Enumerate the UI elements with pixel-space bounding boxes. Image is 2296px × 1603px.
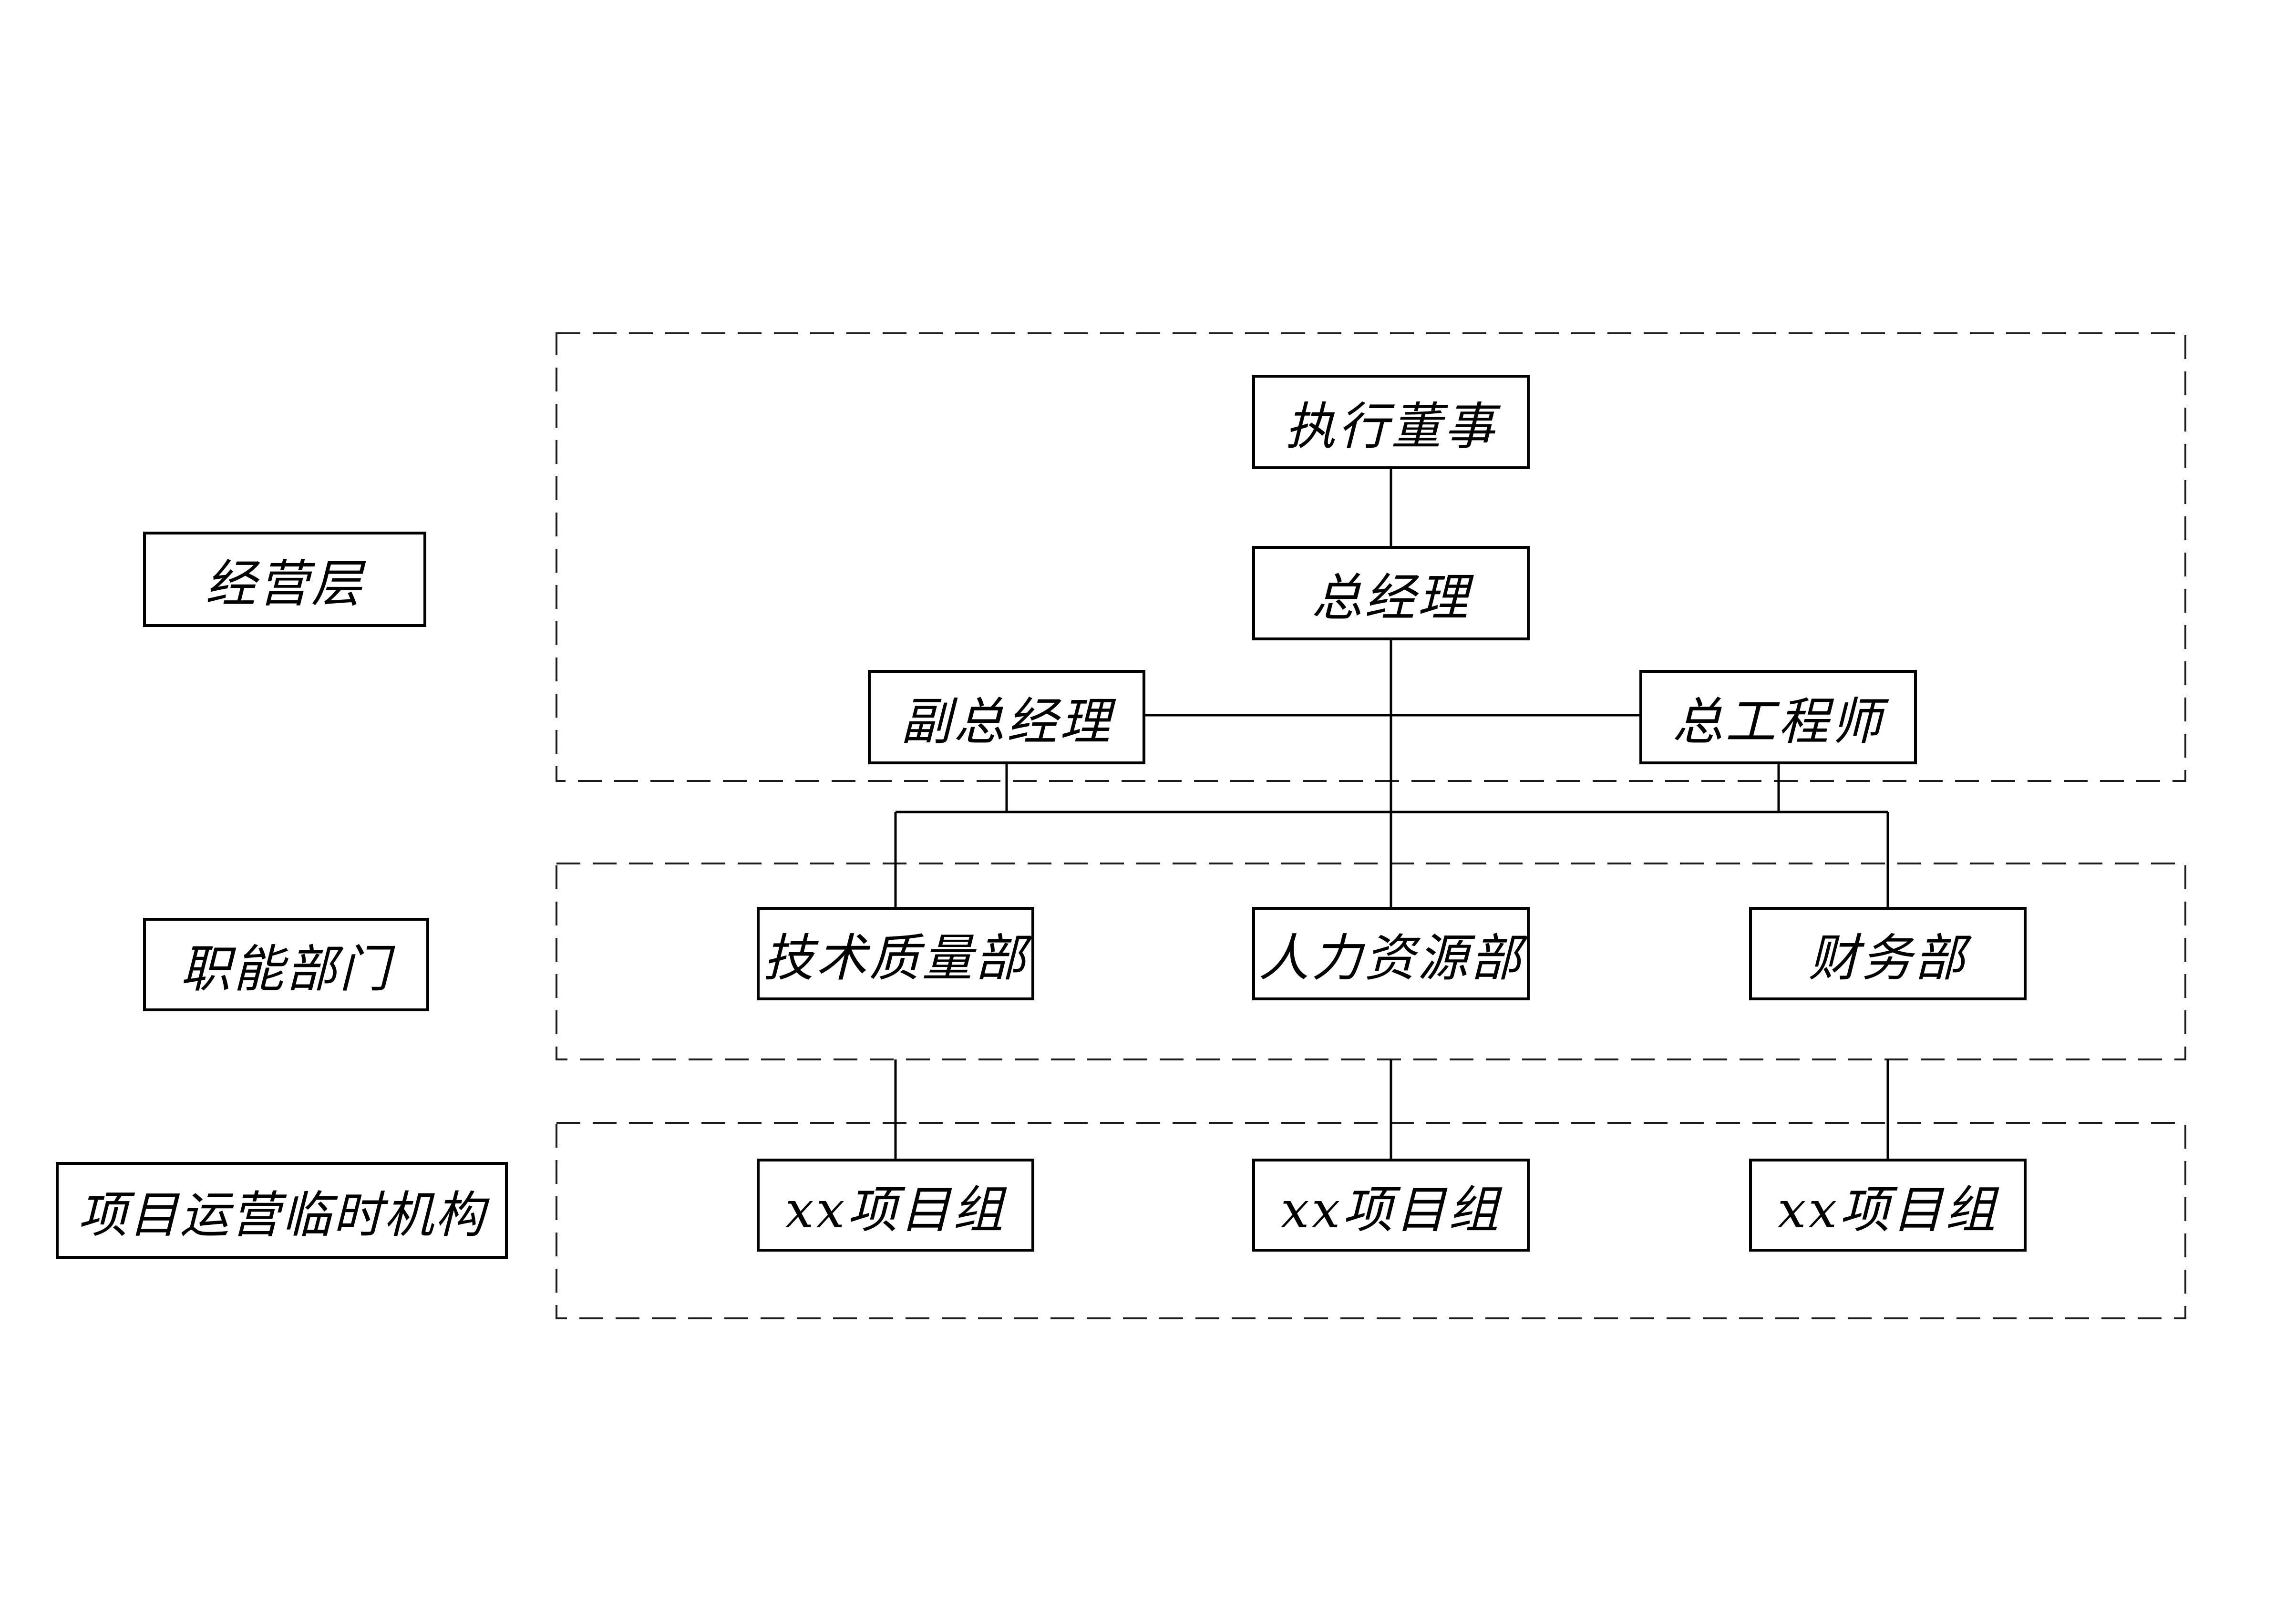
node-deputy-general-manager-text: 副总经理 [901, 692, 1112, 751]
node-tech-quality-dept: 技术质量部 [757, 907, 1034, 1000]
node-project-group-3: xx项目组 [1749, 1159, 2027, 1252]
node-chief-engineer: 总工程师 [1639, 670, 1917, 764]
node-project-group-1-text: xx项目组 [785, 1180, 1006, 1239]
project-level-dashed-frame [556, 1122, 2186, 1319]
node-finance-dept-text: 财务部 [1808, 929, 1967, 987]
node-chief-engineer-text: 总工程师 [1672, 692, 1884, 751]
node-executive-director: 执行董事 [1252, 375, 1530, 469]
node-hr-dept-text: 人力资源部 [1258, 929, 1524, 987]
side-label-project-operation-temporary-org-text: 项目运营临时机构 [77, 1186, 486, 1244]
node-project-group-2-text: xx项目组 [1280, 1180, 1502, 1239]
side-label-functional-departments: 职能部门 [143, 918, 429, 1011]
node-tech-quality-dept-text: 技术质量部 [763, 929, 1028, 987]
node-hr-dept: 人力资源部 [1252, 907, 1530, 1000]
side-label-functional-departments-text: 职能部门 [180, 940, 392, 998]
node-executive-director-text: 执行董事 [1285, 397, 1497, 456]
node-project-group-1: xx项目组 [757, 1159, 1034, 1252]
node-deputy-general-manager: 副总经理 [868, 670, 1145, 764]
node-project-group-2: xx项目组 [1252, 1159, 1530, 1252]
side-label-project-operation-temporary-org: 项目运营临时机构 [56, 1162, 508, 1259]
management-level-dashed-frame [556, 332, 2186, 782]
node-general-manager-text: 总经理 [1311, 568, 1471, 627]
functional-level-dashed-frame [556, 863, 2186, 1060]
side-label-management-layer: 经营层 [143, 532, 426, 627]
side-label-management-layer-text: 经营层 [205, 555, 364, 613]
node-general-manager: 总经理 [1252, 546, 1530, 640]
node-finance-dept: 财务部 [1749, 907, 2027, 1000]
node-project-group-3-text: xx项目组 [1777, 1180, 1998, 1239]
